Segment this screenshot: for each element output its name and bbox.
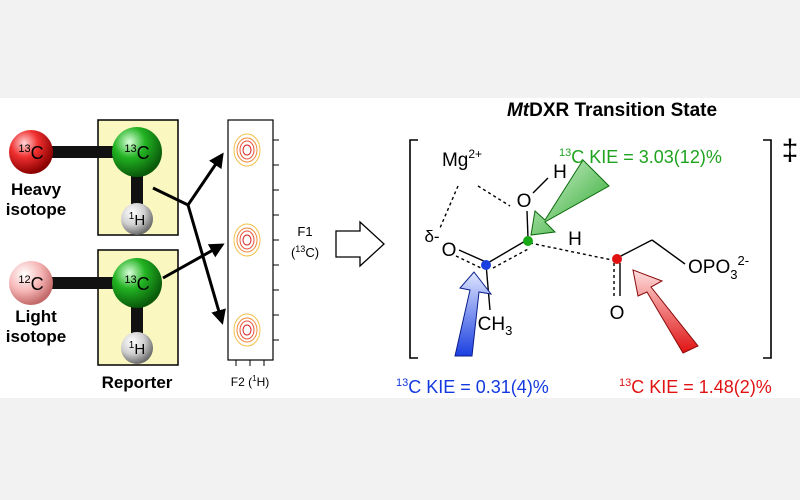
opo3-label: OPO32-: [688, 253, 749, 282]
bracket-left: [409, 139, 418, 359]
light-atom-label: 12C: [18, 274, 43, 294]
nmr-spectrum: F2 (1H) F1 (13C): [227, 119, 319, 389]
mg-label: Mg2+: [442, 147, 482, 171]
light-isotope-label-line1: Light: [15, 307, 57, 326]
peak-top: [233, 133, 261, 167]
h-top-label: H: [553, 162, 567, 183]
heavy-atom-label: 13C: [18, 143, 43, 163]
reporter-carbon-atom-top: [112, 127, 162, 177]
peak-bottom: [233, 313, 261, 347]
light-isotope-label-line2: isotope: [6, 327, 66, 346]
green-carbon-dot: [523, 236, 533, 246]
heavy-isotope-label-line2: isotope: [6, 200, 66, 219]
red-kie-arrow: [632, 269, 699, 354]
red-carbon-dot: [612, 254, 622, 264]
transition-state: MtDXR Transition State ‡ Mg2+ H O δ- O: [396, 100, 798, 397]
reporter-carbon-atom-bottom: [112, 258, 162, 308]
reporter-hydrogen-atom-top: [121, 203, 153, 235]
blue-kie-arrow: [454, 271, 493, 357]
reporter-label: Reporter: [102, 373, 173, 392]
arrow-mid-peak: [162, 243, 225, 280]
double-dagger: ‡: [782, 134, 799, 167]
reporter-hydrogen-atom-bottom: [121, 332, 153, 364]
o-carbonyl-label: O: [442, 240, 457, 261]
arrow-down-peak: [186, 204, 226, 325]
bracket-right: [763, 139, 772, 359]
reporter-arrows: [152, 152, 226, 325]
ch3-label: CH3: [478, 314, 513, 338]
heavy-isotope-label-line1: Heavy: [11, 180, 62, 199]
reporter-h-label-top: 1H: [129, 211, 145, 229]
h-transfer-label: H: [568, 229, 582, 250]
f1-axis-label: F1: [297, 224, 312, 239]
reporter-c-label-top: 13C: [124, 143, 149, 163]
green-kie-arrow: [530, 159, 610, 236]
heavy-carbon-atom: [9, 130, 53, 174]
kie-green-label: 13C KIE = 3.03(12)%: [559, 147, 722, 167]
light-carbon-atom: [9, 261, 53, 305]
kie-red-label: 13C KIE = 1.48(2)%: [619, 377, 772, 397]
ts-title: MtDXR Transition State: [507, 100, 717, 121]
peak-middle: [233, 223, 261, 257]
f1-nucleus-label: (13C): [291, 244, 319, 260]
reporter-c-label-bottom: 13C: [124, 274, 149, 294]
blue-carbon-dot: [481, 260, 491, 270]
o-hydroxyl-label: O: [517, 191, 532, 212]
reporter-h-label-bottom: 1H: [129, 340, 145, 358]
delta-label: δ-: [424, 227, 439, 246]
o-aldehyde-label: O: [610, 303, 625, 324]
kie-blue-label: 13C KIE = 0.31(4)%: [396, 377, 549, 397]
f2-axis-label: F2 (1H): [231, 374, 269, 389]
isotope-schematic: 13C 12C 13C 13C 1H 1H Heavy isotope Ligh…: [6, 119, 179, 392]
hollow-arrow: [335, 220, 385, 268]
